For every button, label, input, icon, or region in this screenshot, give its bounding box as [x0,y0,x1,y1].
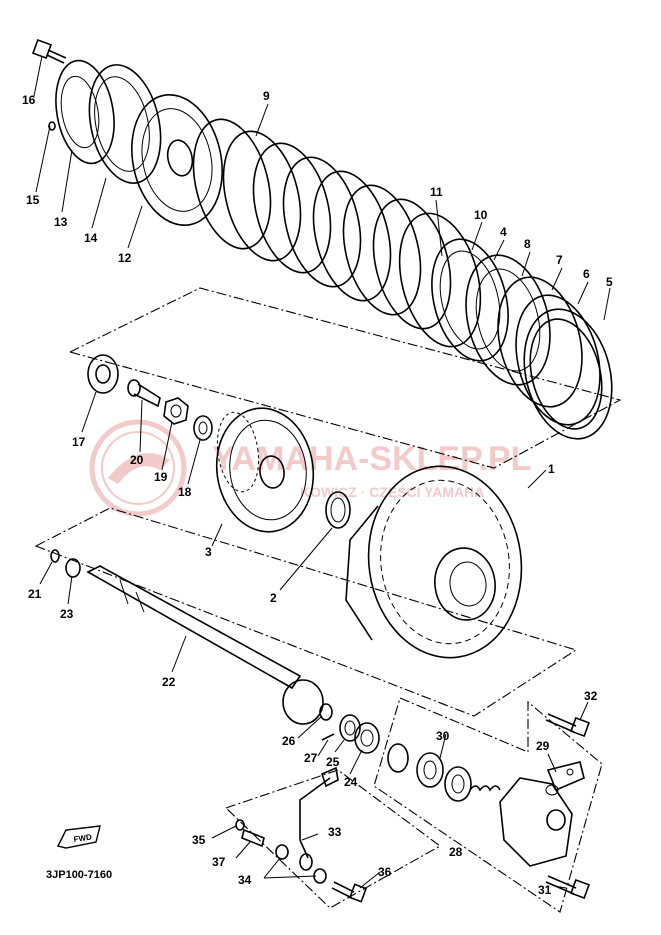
washer-15 [48,121,56,131]
rings-4-10 [431,238,509,362]
callout-11: 11 [430,185,443,199]
nut-19 [163,397,189,425]
banjo-fitting [299,853,313,871]
drawing-code: 3JP100-7160 [46,869,112,881]
callout-32: 32 [584,689,598,703]
push-rod-20 [127,379,161,408]
ring-5 [523,308,613,440]
friction-plate-stack [192,118,482,348]
callout-15: 15 [26,193,40,207]
plate-7 [497,276,583,408]
bolt-16 [32,39,67,64]
callout-25: 25 [326,755,340,769]
spring [469,785,501,792]
callout-13: 13 [54,215,68,229]
callout-7: 7 [556,253,563,267]
bolt-31 [545,875,590,899]
callout-28: 28 [449,845,463,859]
washer-23 [65,558,81,578]
o-ring-26 [319,703,333,721]
clutch-housing-1 [345,465,523,659]
bearing-on-axle [282,679,324,725]
watermark: YAMAHA-SKLEP.PL KOWICZ · CZĘŚCI YAMAHA [89,419,531,517]
clutch-pack-outline [68,287,622,469]
callout-9: 9 [263,89,270,103]
callout-26: 26 [282,734,296,748]
callout-22: 22 [162,675,176,689]
callout-23: 23 [60,607,74,621]
thrust-washer-2 [325,491,351,529]
banjo-bolt-36 [331,881,368,903]
callout-14: 14 [84,231,98,245]
watermark-subtitle: KOWICZ · CZĘŚCI YAMAHA [300,483,484,500]
cap-35 [235,819,245,831]
gasket-34a [275,844,289,860]
callout-36: 36 [378,865,392,879]
callout-21: 21 [28,587,42,601]
seal-24 [354,722,380,754]
plate-14 [88,64,162,184]
callout-33: 33 [328,825,342,839]
seal-kit-30 [387,743,472,802]
callout-3: 3 [205,545,212,559]
callout-labels: 1 2 3 4 5 6 7 8 9 10 11 12 13 14 15 16 1… [22,89,613,897]
hose-33 [299,777,331,859]
callout-34: 34 [238,873,252,887]
callout-5: 5 [606,275,613,289]
bearing-17 [87,354,119,394]
seal-25 [339,714,361,742]
clutch-boss-12 [131,93,223,227]
callout-24: 24 [344,775,358,789]
bolt-32 [545,713,590,737]
callout-16: 16 [22,93,36,107]
hose-outline [224,769,442,909]
ring-6 [515,294,601,426]
callout-19: 19 [154,470,168,484]
callout-18: 18 [178,485,192,499]
callout-8: 8 [524,237,531,251]
hose-fitting [321,766,339,788]
fwd-arrow-icon: FWD [56,825,101,849]
lever-29 [546,761,585,792]
circlip-21 [50,549,60,563]
callout-31: 31 [538,883,552,897]
callout-27: 27 [304,751,318,765]
pressure-plate-13 [55,59,115,165]
callout-1: 1 [548,462,555,476]
callout-12: 12 [118,251,132,265]
callout-37: 37 [212,855,226,869]
callout-10: 10 [474,208,488,222]
callout-30: 30 [436,729,450,743]
callout-29: 29 [536,739,550,753]
lock-washer-18 [193,415,213,441]
bleed-screw-37 [241,828,265,848]
main-axle-22 [86,565,324,725]
release-cylinder-28 [499,777,573,867]
ball-27 [321,733,335,741]
callout-17: 17 [72,435,86,449]
callout-35: 35 [192,833,206,847]
callout-4: 4 [500,225,507,239]
housing-outline [34,507,578,717]
fwd-label: FWD [73,833,93,844]
callout-6: 6 [583,267,590,281]
leader-lines [33,55,611,889]
primary-gear-3 [215,407,315,533]
callout-20: 20 [130,453,144,467]
callout-2: 2 [270,591,277,605]
